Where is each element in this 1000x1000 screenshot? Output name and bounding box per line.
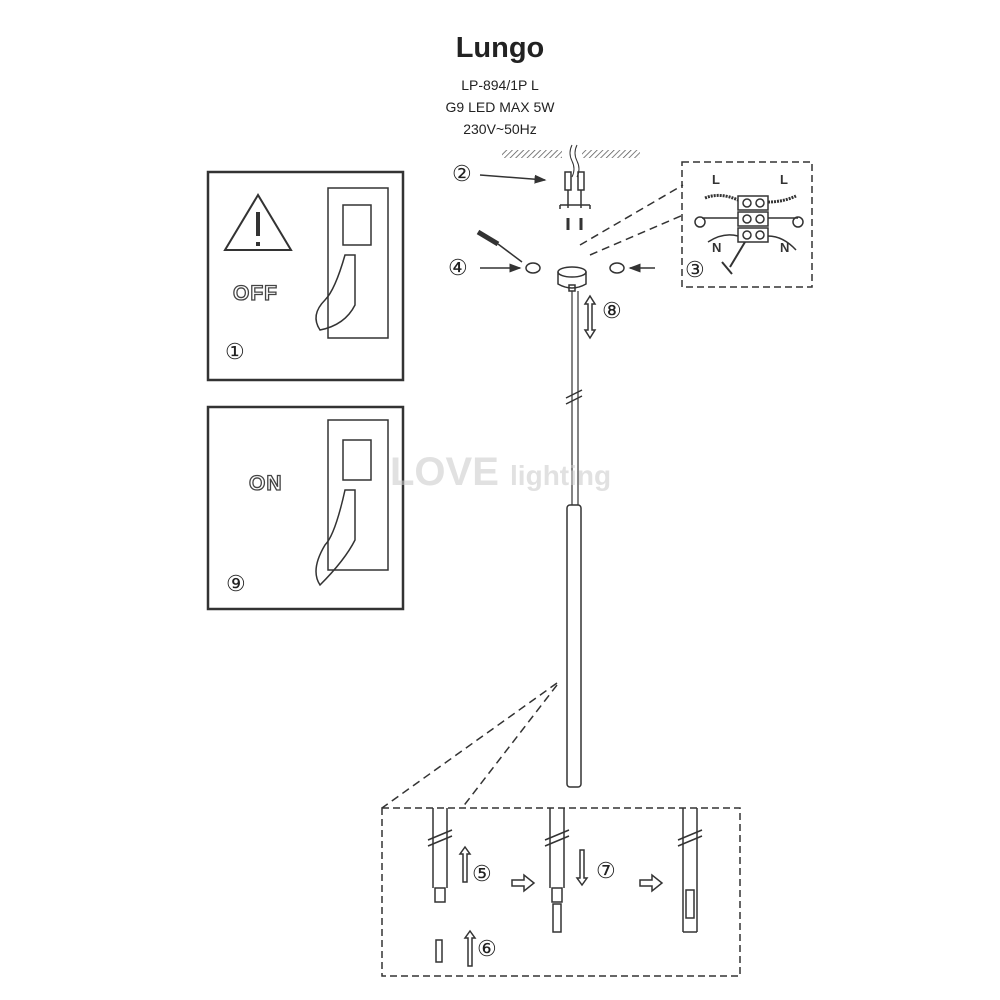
watermark-text-2: lighting bbox=[510, 460, 612, 491]
bulb-step-3 bbox=[677, 808, 703, 933]
live-label-left: L bbox=[712, 172, 720, 187]
watermark-logo: LOVE lighting bbox=[390, 450, 611, 495]
step-4-number: ④ bbox=[448, 255, 468, 280]
live-label-right: L bbox=[780, 172, 788, 187]
switch-panel-on bbox=[206, 405, 405, 611]
neutral-label-right: N bbox=[780, 240, 790, 255]
step-7-number: ⑦ bbox=[596, 858, 616, 883]
wiring-detail-box bbox=[681, 161, 813, 288]
off-label: OFF bbox=[232, 281, 278, 305]
bulb-detail-box bbox=[381, 807, 741, 977]
arrow-adjust-height-icon bbox=[583, 294, 597, 340]
ceiling-right bbox=[582, 150, 640, 158]
step-8-number: ⑧ bbox=[602, 298, 622, 323]
step-5-number: ⑤ bbox=[472, 861, 492, 886]
bulb-spec: G9 LED MAX 5W bbox=[445, 99, 555, 115]
step-2-number: ② bbox=[452, 161, 472, 186]
ceiling-left bbox=[502, 150, 562, 158]
pendant-tube bbox=[566, 504, 582, 788]
step-9-number: ⑨ bbox=[226, 571, 246, 596]
watermark-text-1: LOVE bbox=[390, 450, 499, 494]
switch-panel-off bbox=[206, 170, 405, 382]
step-6-number: ⑥ bbox=[477, 936, 497, 961]
product-title: Lungo bbox=[455, 32, 545, 64]
wall-plugs-icon bbox=[559, 171, 591, 230]
neutral-label-left: N bbox=[712, 240, 722, 255]
voltage-spec: 230V~50Hz bbox=[463, 121, 537, 137]
step-1-number: ① bbox=[225, 339, 245, 364]
step-3-number: ③ bbox=[685, 257, 705, 282]
terminal-block-icon bbox=[694, 193, 804, 275]
bulb-step-2 bbox=[544, 808, 589, 933]
on-label: ON bbox=[248, 471, 283, 495]
screwdriver-icon bbox=[476, 229, 523, 263]
model-number: LP-894/1P L bbox=[461, 77, 539, 93]
bulb-step-1 bbox=[427, 808, 477, 967]
canopy bbox=[557, 266, 587, 292]
